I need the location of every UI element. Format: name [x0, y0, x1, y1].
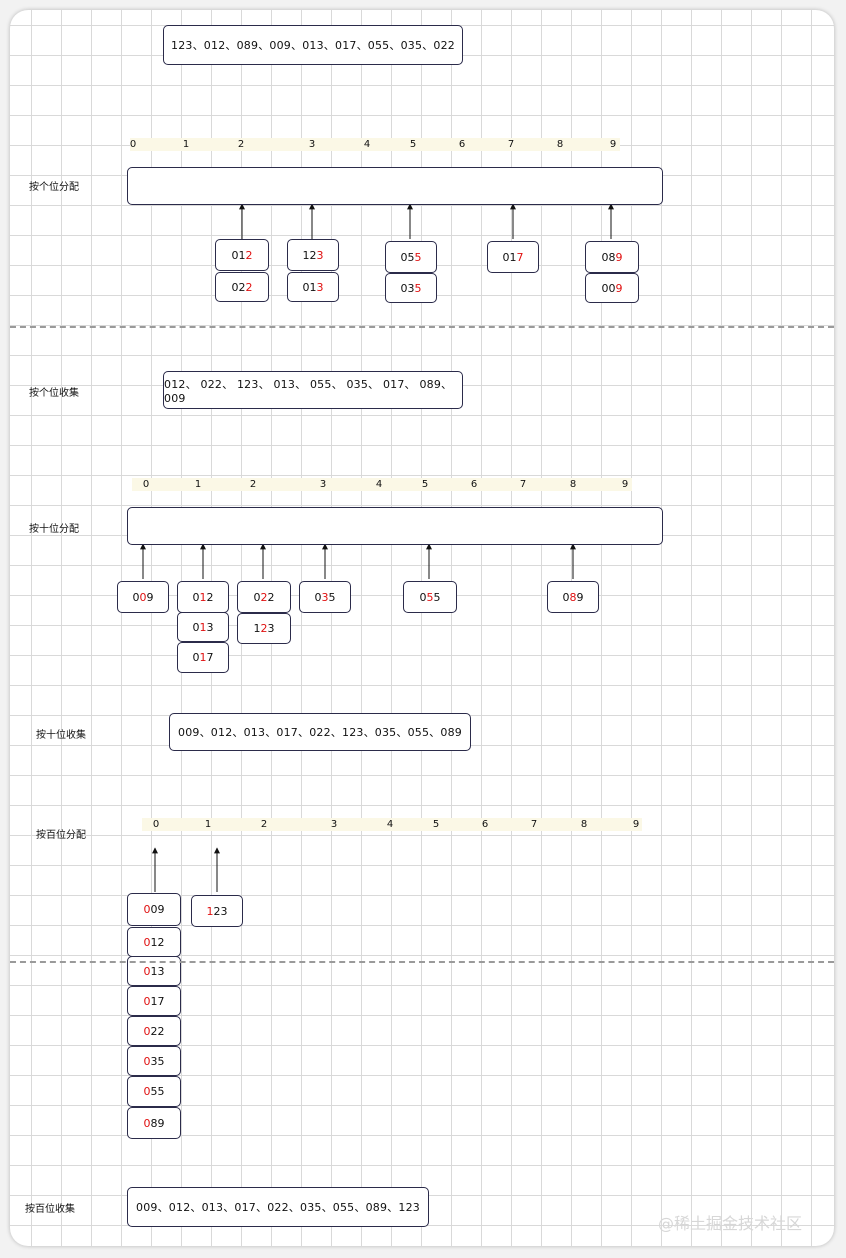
- tens-index-7: 7: [519, 479, 527, 490]
- ones-index-3: 3: [308, 139, 316, 150]
- section-divider-2: [10, 961, 834, 963]
- hundreds-index-6: 6: [481, 819, 489, 830]
- hundreds-collect-sequence-box: 009、012、013、017、022、035、055、089、123: [127, 1187, 429, 1227]
- hundreds-index-band: [142, 818, 642, 831]
- tens-index-2: 2: [249, 479, 257, 490]
- hundreds-index-8: 8: [580, 819, 588, 830]
- ones-index-8: 8: [556, 139, 564, 150]
- hundreds-index-7: 7: [530, 819, 538, 830]
- watermark: @稀土掘金技术社区: [658, 1214, 803, 1233]
- hundreds-index-9: 9: [632, 819, 640, 830]
- tens-index-band: [132, 478, 632, 491]
- ones-index-9: 9: [609, 139, 617, 150]
- ones-distribute-label: 按个位分配: [29, 182, 79, 193]
- tens-bucket-bar: [127, 507, 663, 545]
- diagram-canvas: 123、012、089、009、013、017、055、035、022 按个位分…: [10, 10, 834, 1246]
- hundreds-index-5: 5: [432, 819, 440, 830]
- tens-index-8: 8: [569, 479, 577, 490]
- hundreds-collect-label: 按百位收集: [25, 1204, 75, 1215]
- tens-collect-label: 按十位收集: [36, 730, 86, 741]
- tens-collect-sequence-box: 009、012、013、017、022、123、035、055、089: [169, 713, 471, 751]
- arrow-layer: [140, 203, 614, 892]
- ones-index-1: 1: [182, 139, 190, 150]
- ones-index-5: 5: [409, 139, 417, 150]
- hundreds-index-2: 2: [260, 819, 268, 830]
- ones-index-4: 4: [363, 139, 371, 150]
- hundreds-index-4: 4: [386, 819, 394, 830]
- ones-index-6: 6: [458, 139, 466, 150]
- tens-index-3: 3: [319, 479, 327, 490]
- ones-index-band: [130, 138, 620, 151]
- ones-index-0: 0: [129, 139, 137, 150]
- hundreds-distribute-label: 按百位分配: [36, 830, 86, 841]
- ones-index-2: 2: [237, 139, 245, 150]
- hundreds-index-0: 0: [152, 819, 160, 830]
- tens-index-4: 4: [375, 479, 383, 490]
- ones-index-7: 7: [507, 139, 515, 150]
- tens-index-1: 1: [194, 479, 202, 490]
- hundreds-index-3: 3: [330, 819, 338, 830]
- tens-index-0: 0: [142, 479, 150, 490]
- section-divider-1: [10, 326, 834, 328]
- tens-index-5: 5: [421, 479, 429, 490]
- hundreds-index-1: 1: [204, 819, 212, 830]
- tens-index-9: 9: [621, 479, 629, 490]
- tens-index-6: 6: [470, 479, 478, 490]
- initial-sequence-box: 123、012、089、009、013、017、055、035、022: [163, 25, 463, 65]
- ones-bucket-bar: [127, 167, 663, 205]
- ones-collect-label: 按个位收集: [29, 388, 79, 399]
- tens-distribute-label: 按十位分配: [29, 524, 79, 535]
- ones-collect-sequence-box: 012、 022、 123、 013、 055、 035、 017、 089、 …: [163, 371, 463, 409]
